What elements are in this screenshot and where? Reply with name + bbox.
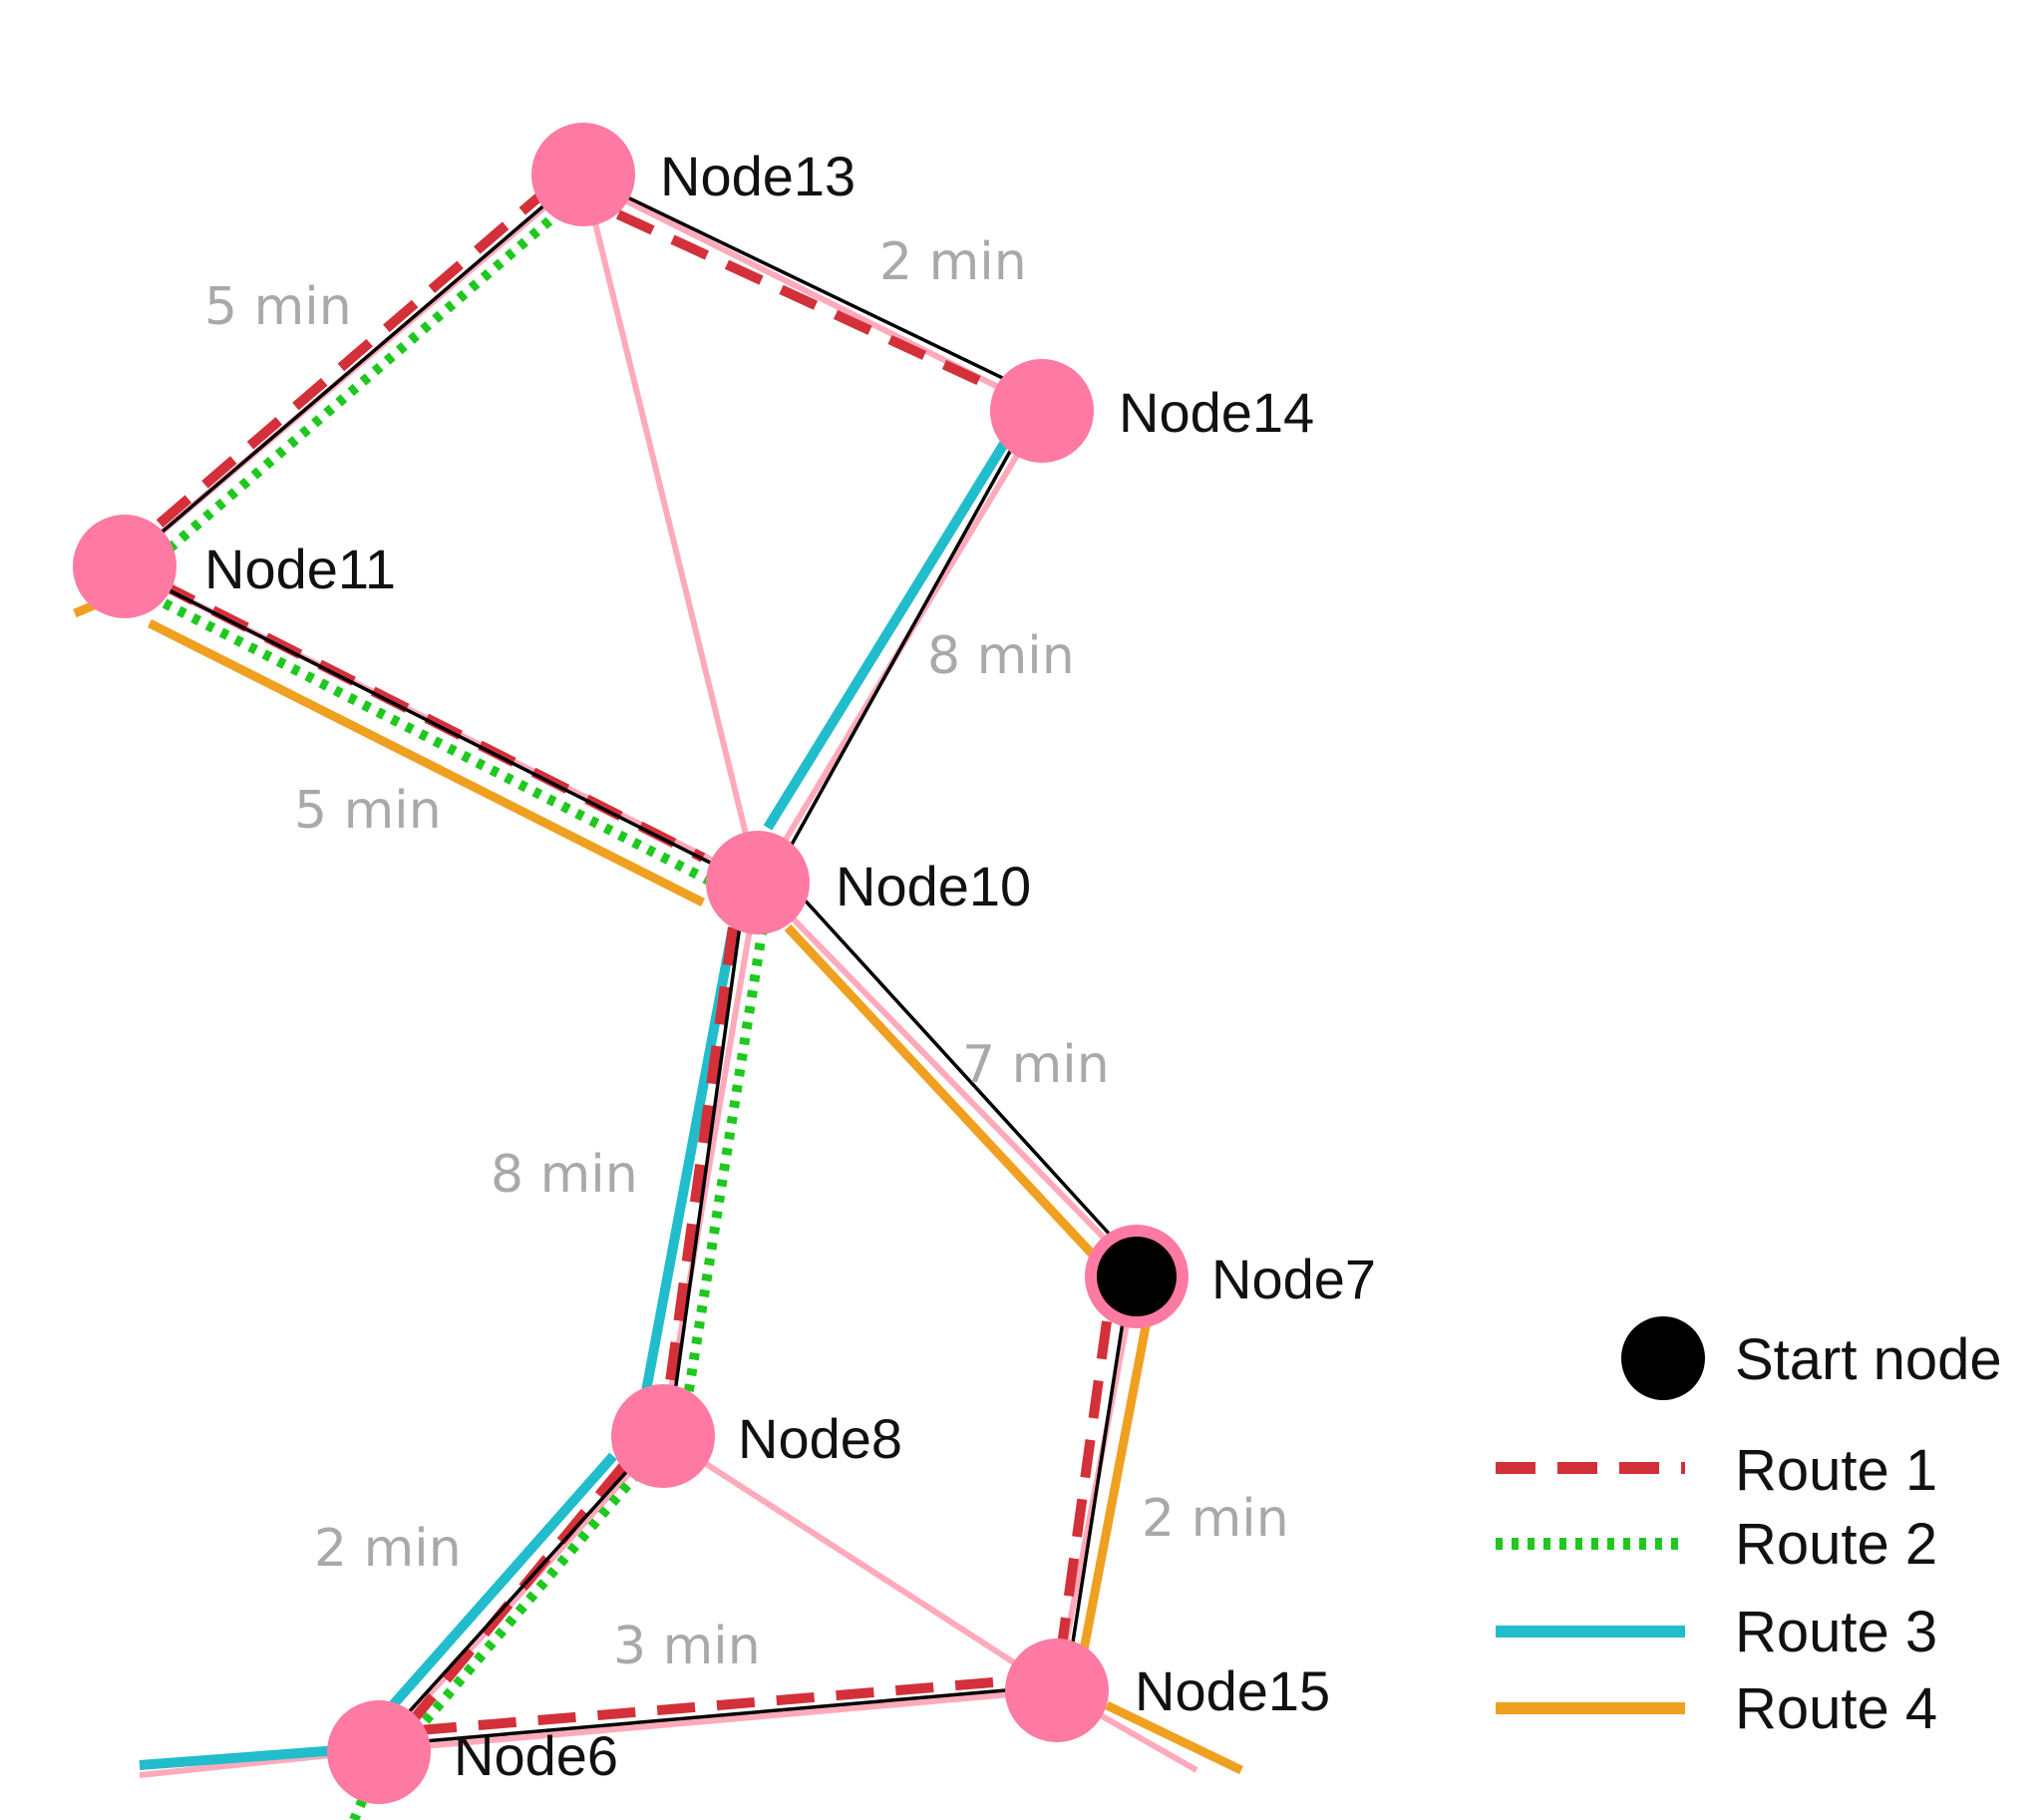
- nodes: [73, 123, 1189, 1804]
- legend-start-node-icon: [1621, 1316, 1705, 1400]
- arrow-10-to-14: [766, 438, 1019, 889]
- edge-label-11-13: 5 min: [204, 277, 352, 337]
- node-label-11: Node11: [204, 538, 396, 600]
- node-label-6: Node6: [454, 1724, 618, 1787]
- arrow-11-to-13: [120, 173, 582, 568]
- base-edge-8-15: [661, 1433, 1059, 1693]
- node-15: [1005, 1638, 1109, 1742]
- edge-label-10-11: 5 min: [294, 781, 442, 841]
- node-label-15: Node15: [1135, 1659, 1330, 1722]
- node-8: [611, 1384, 715, 1488]
- legend-route-1-label: Route 1: [1735, 1438, 1937, 1503]
- base-edge-6-15: [378, 1687, 1058, 1753]
- edge-label-10-14: 8 min: [927, 626, 1075, 686]
- node-label-8: Node8: [738, 1407, 902, 1470]
- arrow-7-to-15: [1063, 1295, 1129, 1681]
- node-11: [73, 515, 176, 618]
- edge-label-10-7: 7 min: [962, 1035, 1110, 1095]
- legend-route-3-label: Route 3: [1735, 1600, 1937, 1664]
- base-edge-13-10: [580, 174, 761, 884]
- legend-route-4-label: Route 4: [1735, 1676, 1937, 1741]
- node-14: [990, 359, 1094, 463]
- route-arrows: [120, 173, 1134, 1749]
- arrow-6-to-8: [377, 1426, 668, 1747]
- legend-start-node-label: Start node: [1735, 1327, 2002, 1392]
- edge-labels: 5 min 2 min 8 min 5 min 7 min 8 min 2 mi…: [204, 232, 1289, 1676]
- edge-label-8-10: 8 min: [491, 1145, 638, 1205]
- node-label-10: Node10: [836, 855, 1031, 917]
- node-label-7: Node7: [1211, 1248, 1376, 1310]
- arrow-15-to-6: [378, 1683, 1063, 1749]
- edge-label-13-14: 2 min: [879, 232, 1027, 292]
- node-label-14: Node14: [1119, 381, 1314, 444]
- base-edge-10-7: [755, 880, 1140, 1274]
- arrow-10-to-11: [121, 564, 741, 880]
- node-6: [327, 1700, 431, 1804]
- legend: Start node Route 1 Route 2 Route 3 Route…: [1496, 1316, 2002, 1741]
- edge-label-6-15: 3 min: [613, 1617, 761, 1676]
- node-label-13: Node13: [660, 145, 855, 207]
- legend-route-2-label: Route 2: [1735, 1512, 1937, 1577]
- node-10: [706, 831, 810, 934]
- route-3-path: [139, 436, 1012, 1770]
- edge-label-7-15: 2 min: [1142, 1489, 1289, 1549]
- arrow-7-to-10: [778, 871, 1134, 1261]
- start-node-marker: [1097, 1237, 1177, 1316]
- node-13: [531, 123, 635, 226]
- edge-label-6-8: 2 min: [314, 1519, 462, 1579]
- node-labels: Node13 Node14 Node11 Node10 Node7 Node8 …: [204, 145, 1376, 1787]
- arrow-13-to-14: [579, 173, 1016, 386]
- arrow-8-to-10: [668, 882, 750, 1429]
